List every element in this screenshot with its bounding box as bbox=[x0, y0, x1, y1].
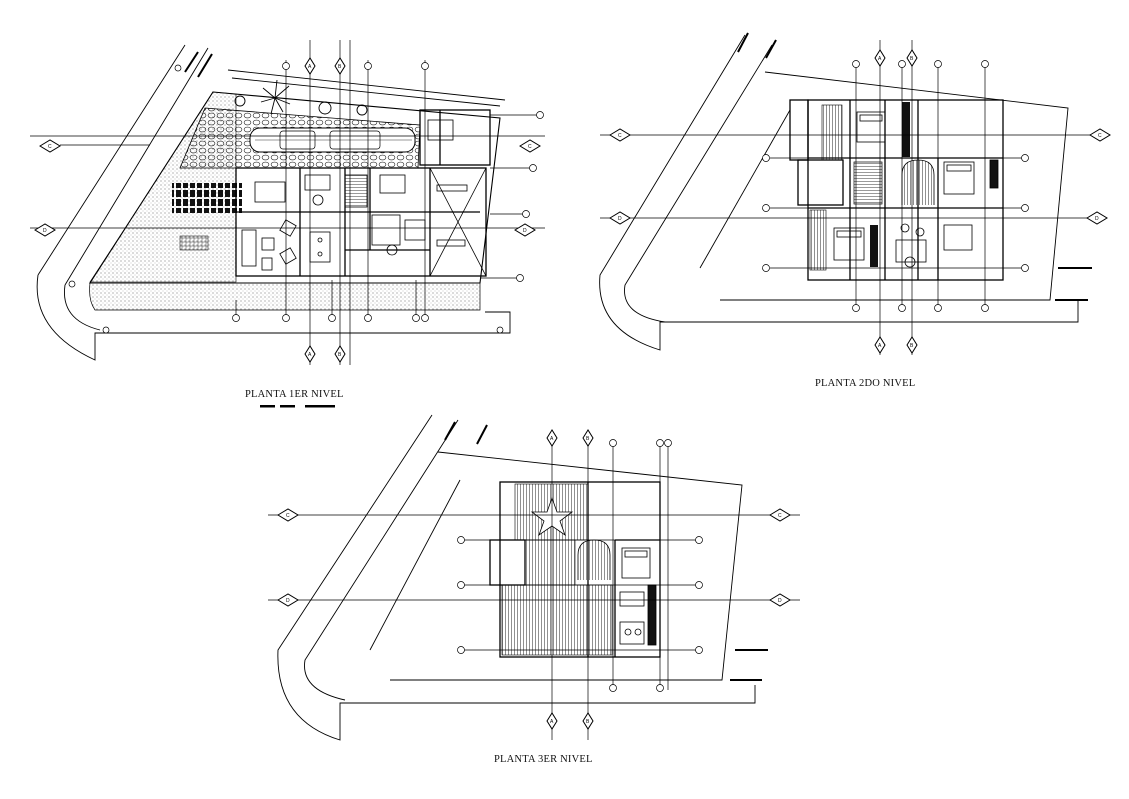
plan-3-axes bbox=[268, 430, 800, 740]
plan-1-furniture bbox=[241, 119, 487, 277]
section-letter-b: B bbox=[338, 352, 342, 358]
plan-2-balcony-hatch-2 bbox=[809, 209, 827, 271]
section-letter-a: A bbox=[308, 352, 312, 358]
section-letter-a: A bbox=[550, 719, 554, 725]
plan-1-plants bbox=[234, 79, 368, 116]
section-letter-a: A bbox=[308, 64, 312, 70]
section-letter-c: C bbox=[1098, 133, 1102, 139]
plan-2-wardrobe bbox=[902, 102, 910, 157]
plan-1-section-letters: A B C D A B C D bbox=[43, 64, 532, 358]
section-letter-b: B bbox=[586, 719, 590, 725]
plan-1-title-underline bbox=[260, 405, 335, 408]
plan-1-street-lines bbox=[36, 44, 511, 361]
plan-1-building bbox=[235, 109, 491, 277]
plan-1-section-markers bbox=[34, 57, 541, 363]
section-letter-d: D bbox=[43, 228, 47, 234]
plan-3-street-lines bbox=[277, 414, 768, 741]
section-letter-d: D bbox=[286, 598, 290, 604]
section-letter-d: D bbox=[778, 598, 782, 604]
section-letter-b: B bbox=[910, 56, 914, 62]
plan-2-section-letters: A B C D A B C D bbox=[618, 56, 1102, 349]
section-letter-c: C bbox=[528, 144, 532, 150]
plan-3-drawing: A B C D A B C D PLANTA 3ER NIVEL bbox=[268, 414, 800, 765]
plan-1-axis-bubbles bbox=[68, 62, 544, 334]
plan-3-section-markers bbox=[277, 429, 791, 730]
section-letter-d: D bbox=[523, 228, 527, 234]
plan-3-title: PLANTA 3ER NIVEL bbox=[494, 754, 593, 765]
plan-3-axis-bubbles bbox=[457, 439, 703, 692]
plan-2-axes bbox=[600, 40, 1100, 355]
section-letter-c: C bbox=[778, 513, 782, 519]
plan-1-seating bbox=[172, 183, 242, 213]
plan-1-car bbox=[249, 127, 416, 153]
plan-2-axis-bubbles bbox=[762, 60, 1029, 312]
section-letter-d: D bbox=[1095, 216, 1099, 222]
plan-1-sidewalk bbox=[89, 282, 481, 311]
plan-1-lawn-hatch bbox=[179, 235, 209, 251]
section-letter-c: C bbox=[286, 513, 290, 519]
section-letter-a: A bbox=[878, 56, 882, 62]
plan-2-section-markers bbox=[609, 49, 1111, 354]
plan-2-wardrobe-2 bbox=[870, 225, 878, 267]
section-letter-c: C bbox=[618, 133, 622, 139]
plan-3-furniture bbox=[619, 547, 657, 646]
plan-1-title: PLANTA 1ER NIVEL bbox=[245, 389, 344, 400]
plan-2-title: PLANTA 2DO NIVEL bbox=[815, 378, 915, 389]
plan-2-spiral-stair bbox=[901, 159, 935, 205]
plan-1-axes bbox=[30, 40, 545, 365]
section-letter-b: B bbox=[910, 343, 914, 349]
section-letter-a: A bbox=[550, 436, 554, 442]
plan-1-stairs bbox=[344, 174, 368, 208]
plan-3-spiral-stair bbox=[577, 539, 611, 580]
plan-3-section-letters: A B C D A B C D bbox=[286, 436, 782, 725]
plan-3-roof-terrace-3 bbox=[524, 539, 576, 586]
section-letter-a: A bbox=[878, 343, 882, 349]
section-letter-d: D bbox=[618, 216, 622, 222]
section-letter-b: B bbox=[586, 436, 590, 442]
plan-2-street-lines bbox=[599, 32, 1092, 351]
section-letter-c: C bbox=[48, 144, 52, 150]
plan-2-furniture bbox=[833, 111, 999, 268]
plan-3-roof-terrace-2 bbox=[501, 584, 613, 656]
section-letter-b: B bbox=[338, 64, 342, 70]
plan-2-drawing: A B C D A B C D PLANTA 2DO NIVEL bbox=[599, 32, 1111, 389]
plan-2-stairs bbox=[853, 161, 883, 205]
plan-1-drawing: A B C D A B C D PLANTA 1ER NIVEL bbox=[30, 40, 545, 408]
plan-2-balcony-hatch bbox=[821, 104, 843, 161]
